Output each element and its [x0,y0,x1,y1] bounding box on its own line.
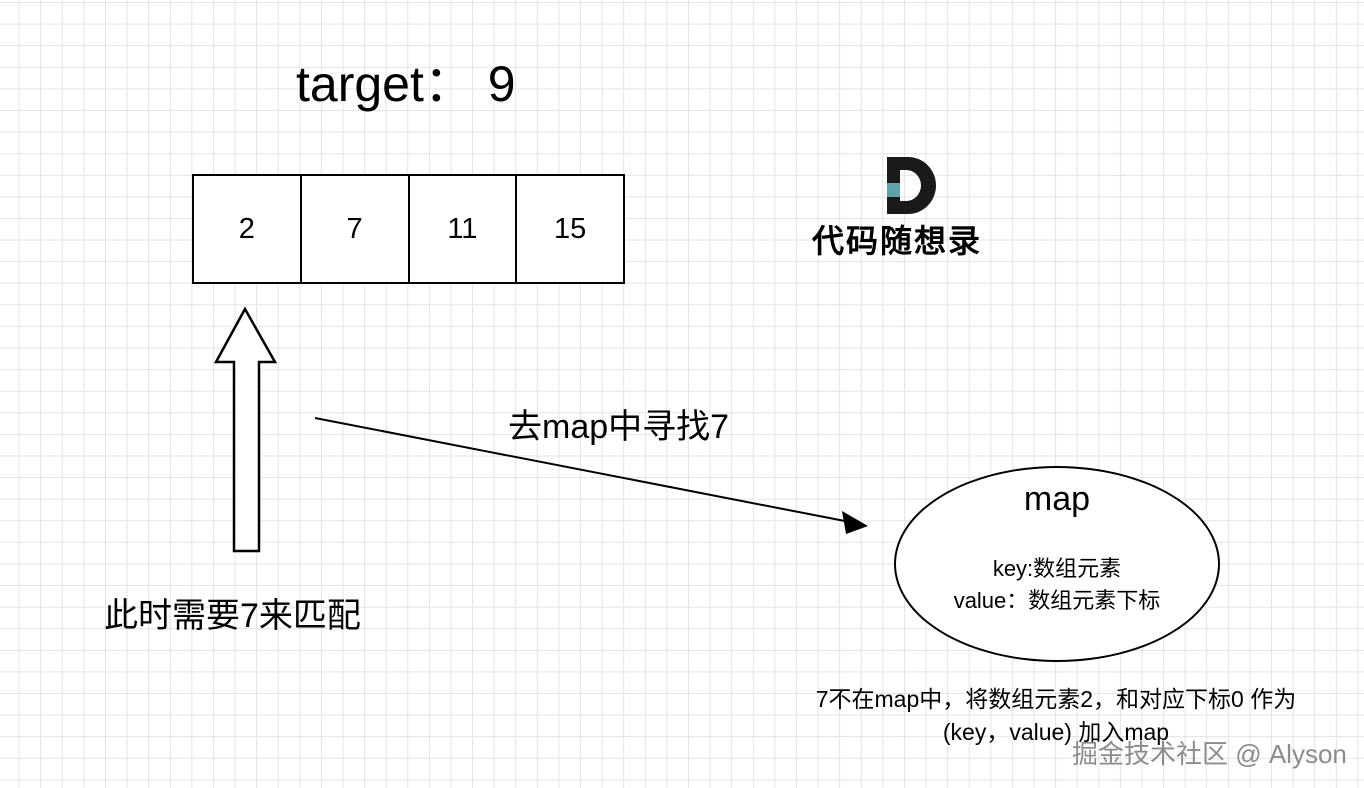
match-label: 此时需要7来匹配 [104,597,361,635]
number-array: 2 7 11 15 [192,174,625,284]
note-line: (key，value) 加入map [942,719,1170,745]
logo-text: 代码随想录 [812,222,983,260]
array-cell: 15 [515,176,623,282]
lookup-arrow-head [842,511,868,534]
array-cell: 2 [238,212,255,245]
map-value-line: value：数组元素下标 [953,588,1161,613]
array-cell: 7 [299,176,408,282]
array-cell: 11 [407,176,516,282]
explanation-note: 7不在map中，将数组元素2，和对应下标0 作为 (key，value) 加入m… [760,683,1352,749]
note-line: 7不在map中，将数组元素2，和对应下标0 作为 [815,686,1297,712]
map-key-line: key:数组元素 [992,556,1122,581]
pointer-arrow-up [213,306,278,553]
watermark: 掘金技术社区 @ Alyson [1072,739,1347,769]
find-label: 去map中寻找7 [508,408,730,446]
lookup-arrow-line [314,417,851,523]
target-title: target： 9 [296,56,516,112]
map-title: map [1023,480,1091,518]
logo-d-icon [887,157,937,214]
map-ellipse [894,466,1220,662]
